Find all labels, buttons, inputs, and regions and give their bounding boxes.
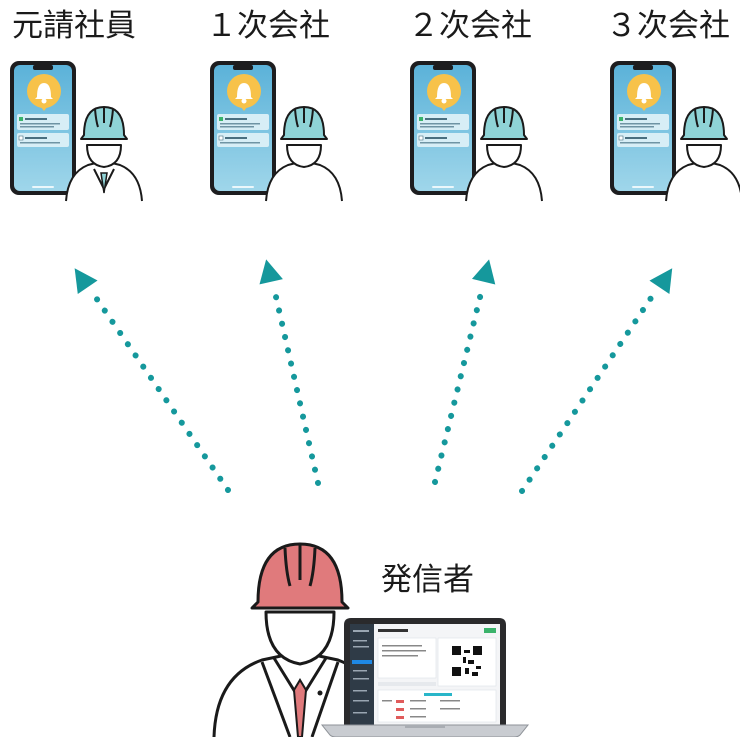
recipient-figure-prime — [9, 60, 143, 202]
recipient-figure-tier2 — [409, 60, 543, 202]
recipient-label-tier1: １次会社 — [206, 8, 330, 44]
recipient-figure-tier3 — [609, 60, 740, 202]
qr-code-icon — [452, 646, 482, 676]
arrow-to-tier2 — [432, 256, 501, 485]
recipient-label-prime: 元請社員 — [12, 8, 136, 44]
laptop-icon — [320, 618, 530, 737]
arrow-to-tier1 — [254, 256, 321, 486]
recipient-label-tier2: ２次会社 — [408, 8, 532, 44]
arrow-to-prime — [64, 261, 231, 493]
recipient-label-tier3: ３次会社 — [606, 8, 730, 44]
arrow-to-tier3 — [519, 261, 683, 494]
sender-label: 発信者 — [381, 562, 474, 598]
sender-figure — [212, 542, 374, 737]
recipient-figure-tier1 — [209, 60, 343, 202]
